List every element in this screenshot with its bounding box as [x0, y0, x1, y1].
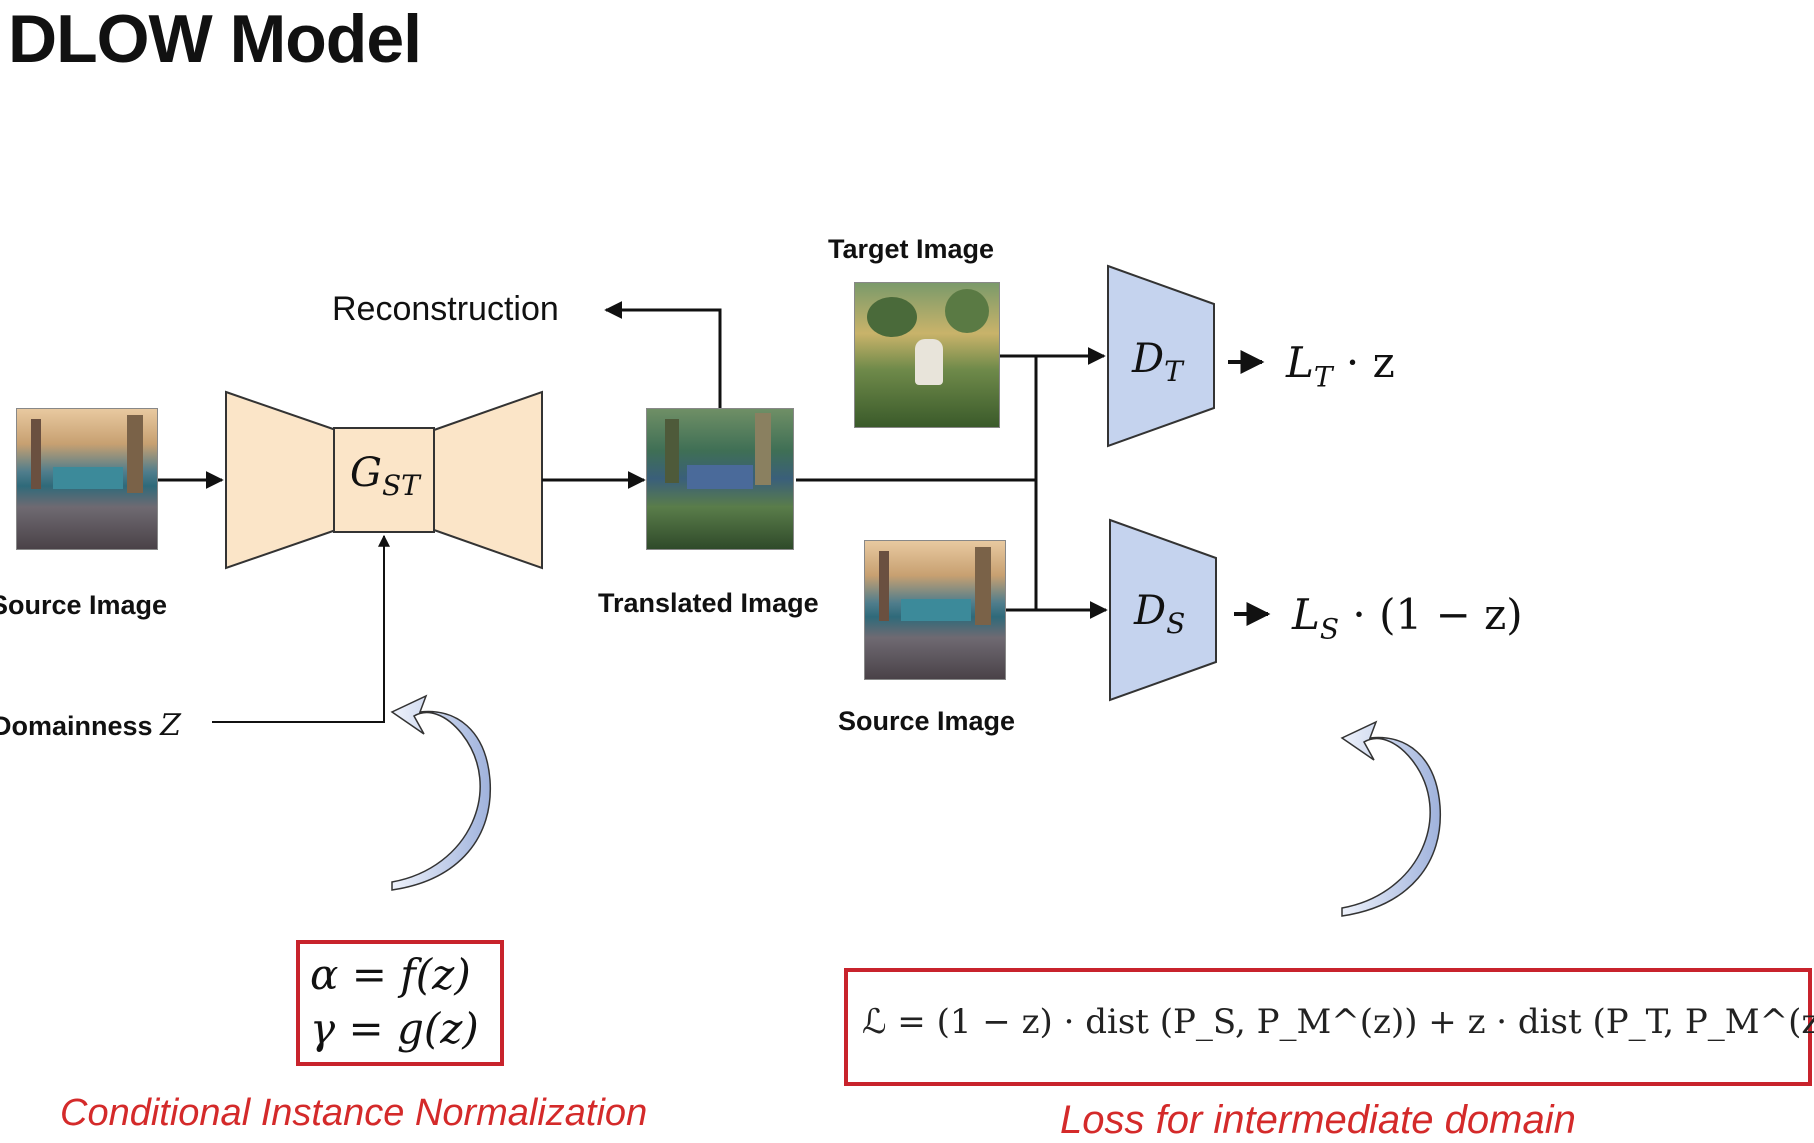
translated-image [646, 408, 794, 550]
caption-loss: Loss for intermediate domain [1060, 1098, 1576, 1142]
discriminator-source-label: DS [1134, 588, 1185, 640]
lt-main: L [1286, 338, 1314, 387]
lt-rest: · z [1332, 338, 1395, 387]
curved-arrow-right-icon [1340, 720, 1442, 917]
label-source-image-left: Source Image [0, 590, 168, 620]
generator-label-main: G [350, 450, 382, 496]
label-domainness: Domainness Z [0, 708, 181, 743]
loss-formula-text: ℒ = (1 − z) · dist (P_S, P_M^(z)) + z · … [862, 1002, 1814, 1042]
domainness-text: Domainness [0, 711, 153, 741]
ds-label-sub: S [1166, 607, 1186, 640]
page-title: DLOW Model [8, 1, 422, 77]
discriminator-target-label: DT [1132, 336, 1183, 388]
cin-formula-box: α = f(z) γ = g(z) [296, 940, 504, 1066]
source-image-left [16, 408, 158, 550]
ls-sub: S [1319, 612, 1340, 646]
domainness-var: Z [160, 708, 181, 743]
dt-label-sub: T [1164, 355, 1183, 388]
label-translated-image: Translated Image [598, 588, 819, 618]
arrow-domainness-to-generator [212, 534, 390, 723]
generator-decoder [433, 390, 543, 570]
dt-label-main: D [1132, 336, 1165, 382]
source-image-right [864, 540, 1006, 680]
label-reconstruction: Reconstruction [332, 290, 559, 328]
cin-formula-line1: α = f(z) [310, 950, 471, 999]
ls-main: L [1292, 590, 1320, 639]
discriminator-target-shape [1107, 264, 1215, 448]
loss-formula-box: ℒ = (1 − z) · dist (P_S, P_M^(z)) + z · … [844, 968, 1814, 1086]
target-image [854, 282, 1000, 428]
generator-label: GST [350, 450, 420, 502]
ds-label-main: D [1134, 588, 1167, 634]
lt-sub: T [1313, 360, 1333, 394]
label-source-image-right: Source Image [838, 706, 1016, 736]
label-target-image: Target Image [828, 234, 995, 264]
arrow-translated-to-reconstruction [604, 301, 722, 408]
caption-cin: Conditional Instance Normalization [60, 1092, 648, 1134]
cin-formula-line2: γ = g(z) [310, 1004, 479, 1053]
generator-label-sub: ST [381, 469, 420, 502]
ls-rest: · (1 − z) [1339, 590, 1523, 639]
loss-target-label: LT · z [1286, 338, 1395, 393]
discriminator-source-shape [1109, 518, 1217, 702]
curved-arrow-left-icon [390, 694, 492, 891]
generator-encoder [225, 390, 337, 570]
loss-source-label: LS · (1 − z) [1292, 590, 1523, 645]
generator-bottleneck [333, 427, 435, 533]
